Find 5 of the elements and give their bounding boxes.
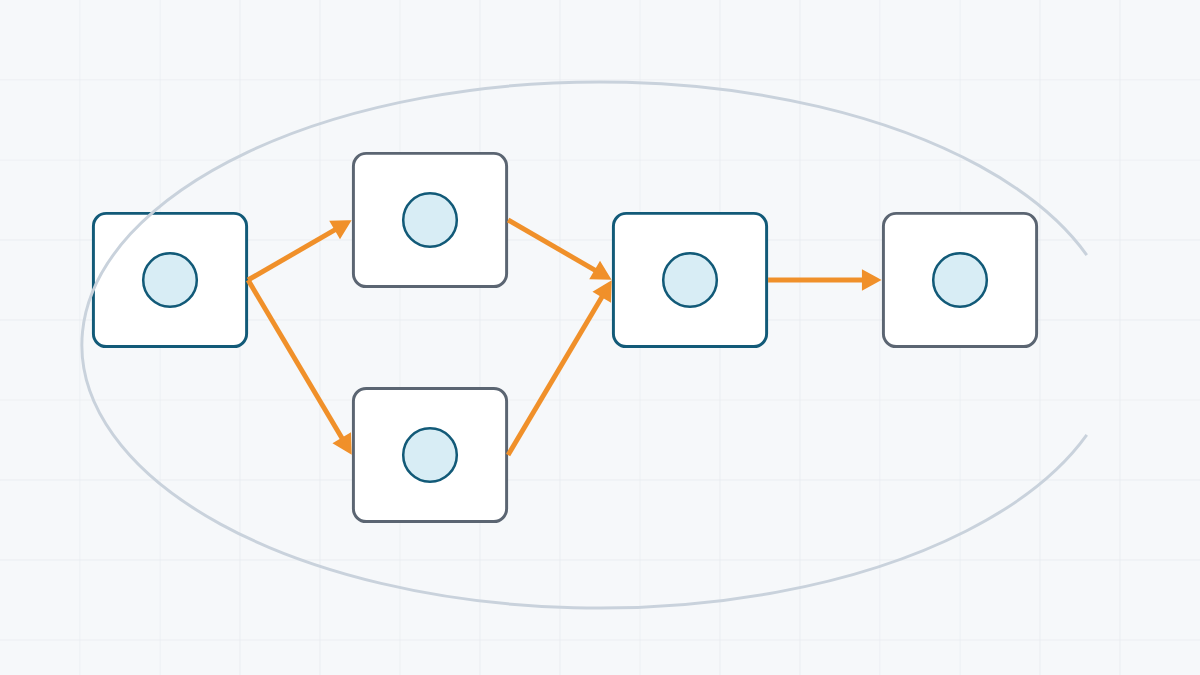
- inner-circle: [401, 191, 459, 249]
- inner-circle: [141, 251, 199, 309]
- inner-circle: [661, 251, 719, 309]
- inner-circle: [401, 426, 459, 484]
- inner-circle: [931, 251, 989, 309]
